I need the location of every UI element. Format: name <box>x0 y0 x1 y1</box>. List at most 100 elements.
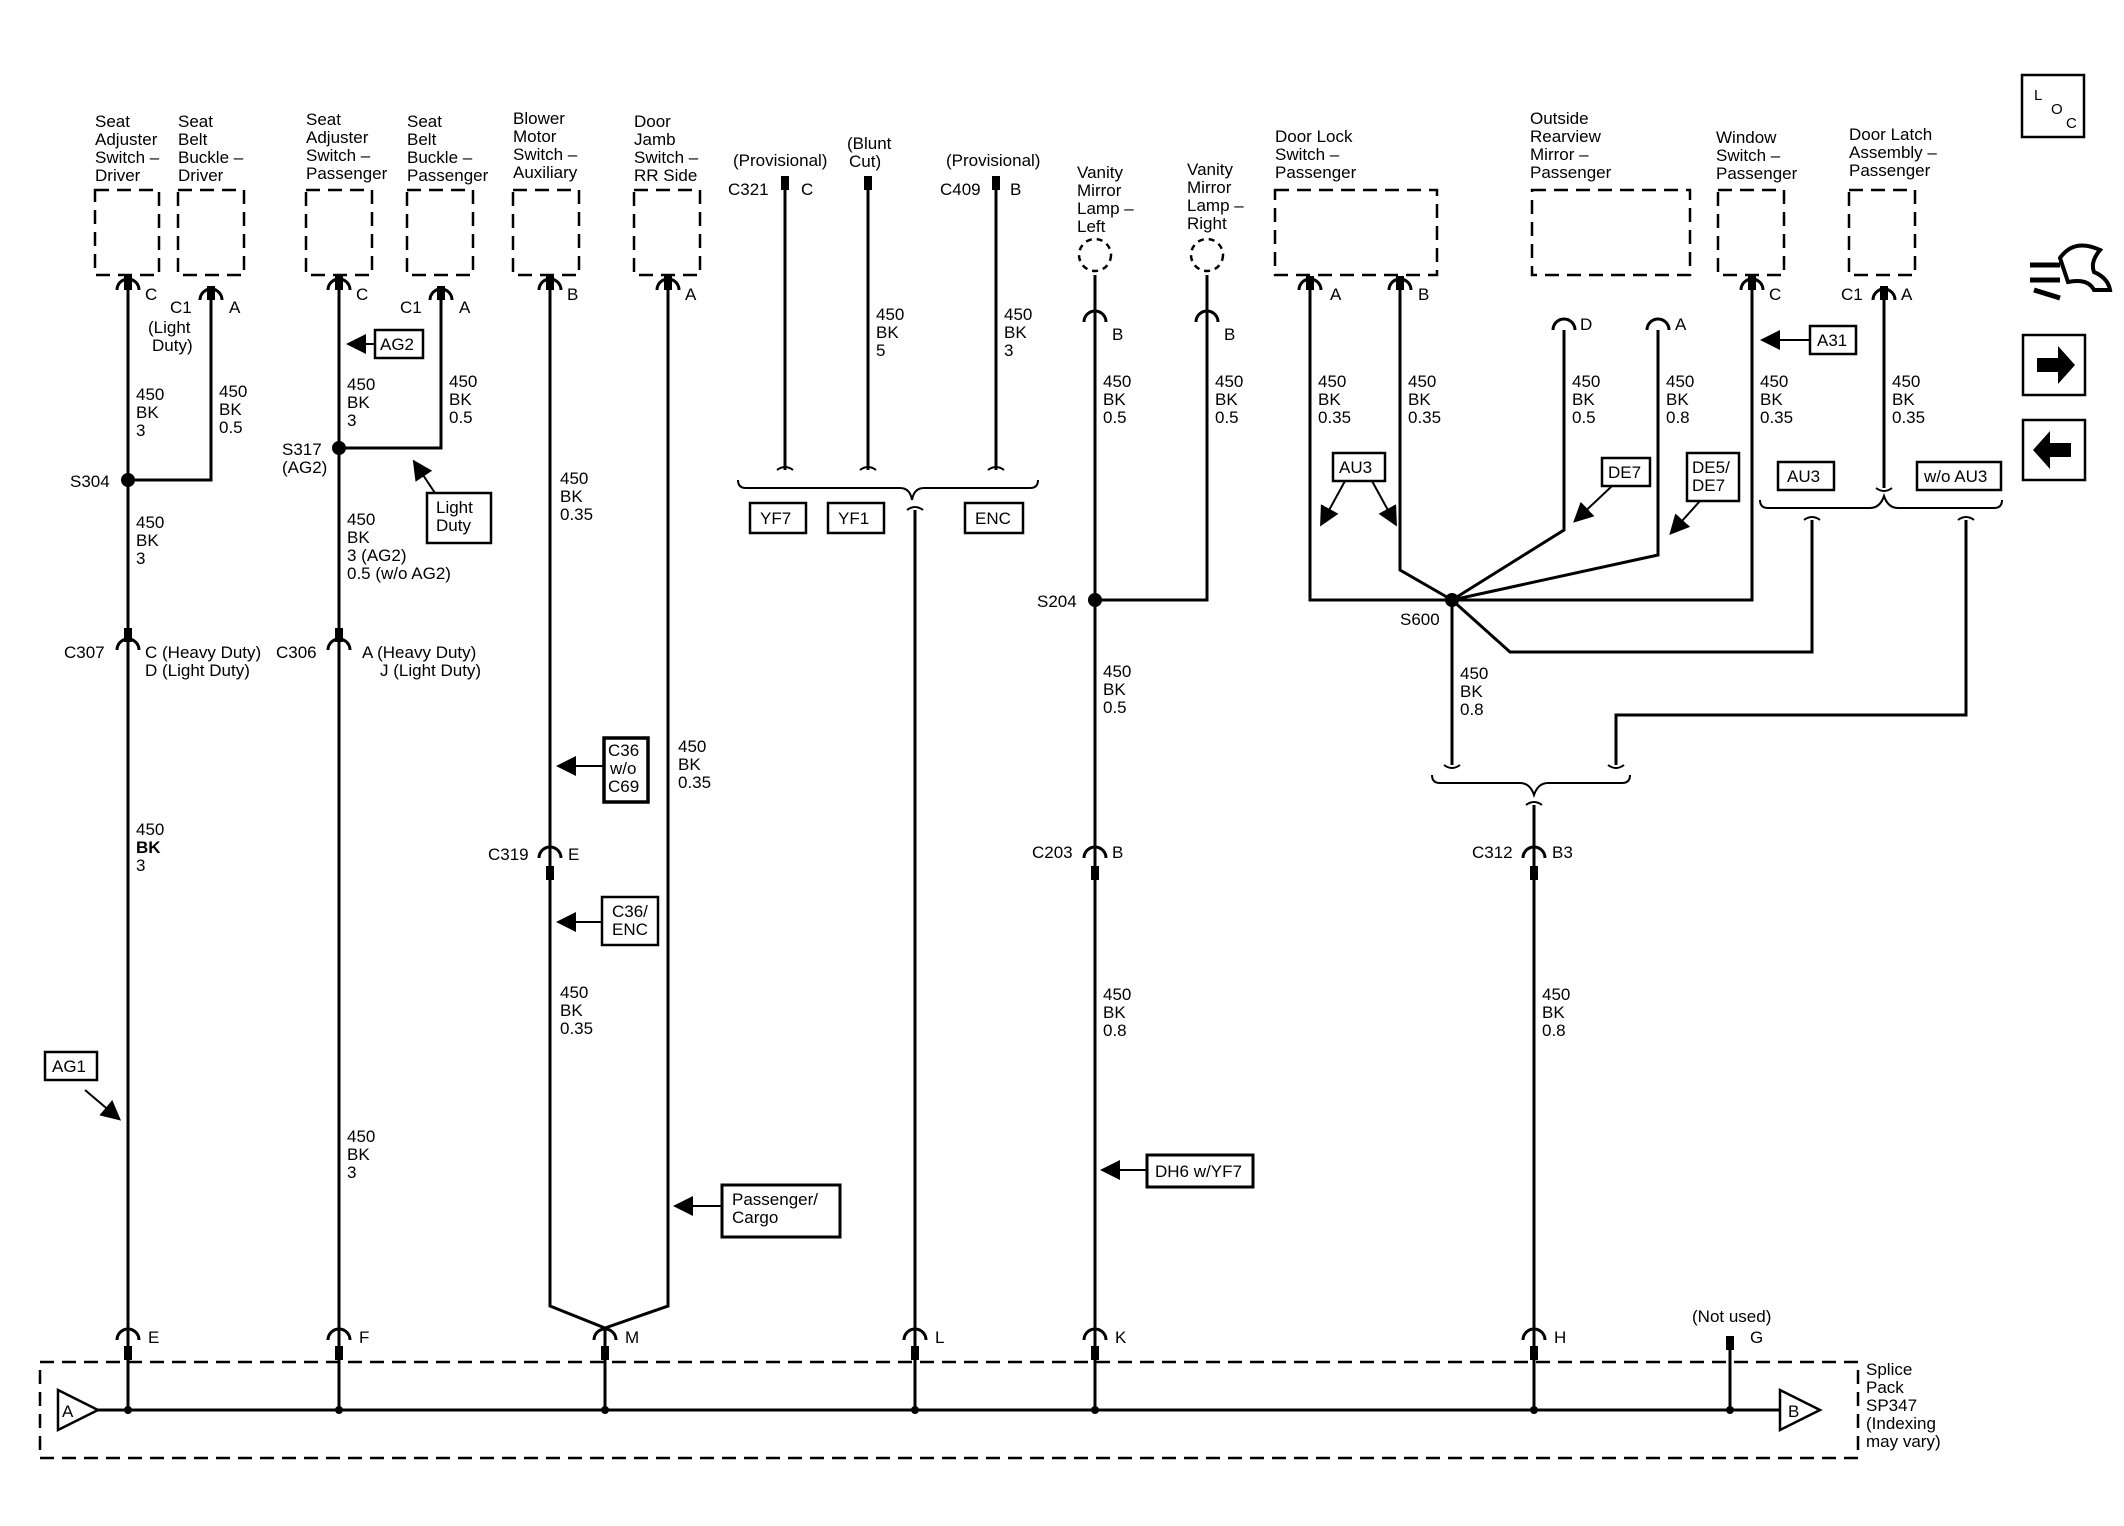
title-door-latch: Door Latch Assembly – Passenger <box>1849 125 1937 180</box>
line: Switch – <box>1275 145 1340 164</box>
line: Belt <box>178 130 208 149</box>
component-seat-belt-pass <box>405 188 475 277</box>
pin-label: H <box>1554 1328 1566 1347</box>
diagram-text: C36/ <box>612 902 648 921</box>
diagram-text: BK <box>876 323 899 342</box>
option-ag2: AG2 <box>346 328 425 360</box>
diagram-text: DH6 w/YF7 <box>1155 1162 1242 1181</box>
arrow-left-icon[interactable] <box>2021 418 2087 482</box>
line: Seat <box>306 110 341 129</box>
diagram-text: 3 (AG2) <box>347 546 407 565</box>
pin-label: D <box>1580 315 1592 334</box>
line: Passenger <box>306 164 388 183</box>
loc-icon[interactable]: L O C <box>2020 73 2086 139</box>
diagram-text: BK <box>1666 390 1689 409</box>
line: Seat <box>178 112 213 131</box>
diagram-text: 450 <box>560 469 588 488</box>
diagram-text: DE5/ <box>1692 458 1730 477</box>
diagram-text: 450 <box>1318 372 1346 391</box>
diagram-text: BK <box>678 755 701 774</box>
title-vanity-right: Vanity Mirror Lamp – Right <box>1187 160 1244 233</box>
line: Motor <box>513 127 557 146</box>
diagram-text: 0.35 <box>560 505 593 524</box>
option-dh6: DH6 w/YF7 <box>1100 1153 1255 1189</box>
splice-s304 <box>121 473 135 487</box>
diagram-text: SP347 <box>1866 1396 1917 1415</box>
line: Left <box>1077 217 1106 236</box>
diagram-text: w/o <box>609 759 636 778</box>
title-blower: Blower Motor Switch – Auxiliary <box>513 109 578 182</box>
tools-icon[interactable] <box>2030 243 2113 301</box>
diagram-text: 450 <box>1666 372 1694 391</box>
component-blower <box>511 188 581 277</box>
component-seat-belt-driver <box>176 188 246 277</box>
option-ag1: AG1 <box>43 1050 122 1121</box>
splice-label: S204 <box>1037 592 1077 611</box>
diagram-text: DE7 <box>1608 463 1641 482</box>
diagram-text: 0.35 <box>678 773 711 792</box>
option-c36-enc: C36/ ENC <box>556 895 660 947</box>
line: Switch – <box>634 148 699 167</box>
option-de7: DE7 <box>1573 456 1652 523</box>
line: Passenger <box>1275 163 1357 182</box>
pin-label: C <box>356 285 368 304</box>
pin-label: C1 <box>400 298 422 317</box>
pin-label: B <box>1112 843 1123 862</box>
title-seat-belt-pass: Seat Belt Buckle – Passenger <box>407 112 489 185</box>
diagram-text: 3 <box>1004 341 1013 360</box>
diagram-text: 450 <box>449 372 477 391</box>
diagram-text: Duty <box>436 516 471 535</box>
note-provisional: (Provisional) <box>733 151 827 170</box>
component-window-switch <box>1716 188 1786 277</box>
line: Buckle – <box>178 148 244 167</box>
pin-label: C <box>801 180 813 199</box>
diagram-text: 0.5 <box>219 418 243 437</box>
diagram-text: 450 <box>560 983 588 1002</box>
line: Passenger <box>1530 163 1612 182</box>
diagram-text: 450 <box>347 510 375 529</box>
splice-s600 <box>1445 593 1459 607</box>
diagram-text: may vary) <box>1866 1432 1941 1451</box>
diagram-text: Pack <box>1866 1378 1904 1397</box>
diagram-text: BK <box>560 487 583 506</box>
option-yf1: YF1 <box>826 501 886 535</box>
diagram-text: Passenger/ <box>732 1190 818 1209</box>
line: Right <box>1187 214 1227 233</box>
line: Blower <box>513 109 565 128</box>
connector-c409: C409 <box>940 180 981 199</box>
option-c36-wo-c69: C36 w/o C69 <box>556 736 650 804</box>
diagram-text: BK <box>1408 390 1431 409</box>
arrow-right-icon[interactable] <box>2021 333 2087 397</box>
diagram-text: 450 <box>1572 372 1600 391</box>
line: Lamp – <box>1187 196 1244 215</box>
diagram-text: 450 <box>1460 664 1488 683</box>
component-seat-adj-pass <box>304 188 374 277</box>
connector-c319: C319 <box>488 845 529 864</box>
diagram-text: BK <box>347 1145 370 1164</box>
diagram-text: C69 <box>608 777 639 796</box>
diagram-text: 450 <box>1103 985 1131 1004</box>
line: RR Side <box>634 166 697 185</box>
pin-label: C <box>145 285 157 304</box>
pin-label: L <box>935 1328 944 1347</box>
line: Switch – <box>95 148 160 167</box>
diagram-text: A <box>62 1402 74 1421</box>
line: Window <box>1716 128 1777 147</box>
diagram-text: AU3 <box>1787 467 1820 486</box>
line: Auxiliary <box>513 163 578 182</box>
diagram-text: 450 <box>347 375 375 394</box>
diagram-text: A31 <box>1817 331 1847 350</box>
